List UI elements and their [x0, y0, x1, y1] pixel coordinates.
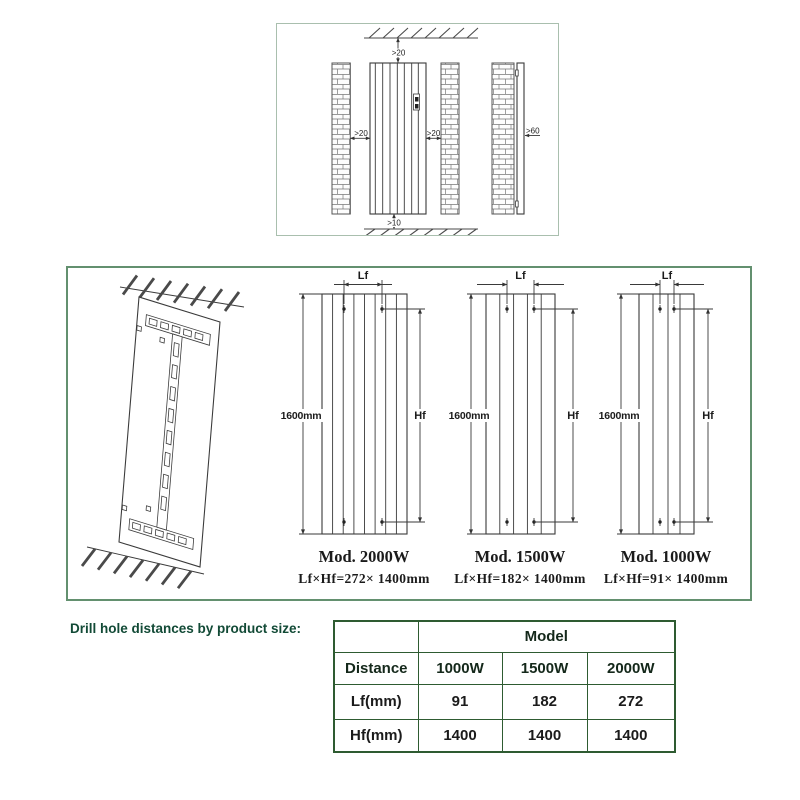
lf-dimension: Lf	[334, 270, 392, 304]
table-row-lf: Lf(mm) 91 182 272	[333, 683, 676, 720]
table-row-headers: Distance 1000W 1500W 2000W	[333, 651, 676, 685]
hf-label: Hf	[414, 410, 426, 422]
lf-label: Lf	[515, 270, 526, 282]
ceiling-clearance-dim: >20	[389, 37, 408, 63]
lf-row-label: Lf(mm)	[333, 683, 419, 720]
table-row-model: Model	[333, 620, 676, 653]
height-label: 1600mm	[599, 410, 640, 422]
wall-mount-rail-diagram	[118, 296, 221, 568]
floor-clearance-label: >10	[387, 219, 401, 228]
hf-label: Hf	[567, 410, 579, 422]
height-dimension: 1600mm	[279, 293, 324, 535]
side-view: >60	[491, 62, 540, 215]
table-caption: Drill hole distances by product size:	[70, 621, 302, 636]
model-header-cell: Model	[417, 620, 676, 653]
hf-dimension: Hf	[382, 308, 429, 523]
brick-wall-side	[491, 62, 515, 215]
model-name: Mod. 1000W	[621, 547, 712, 566]
lf-1000w: 91	[417, 683, 503, 720]
lf-2000w: 272	[586, 683, 676, 720]
height-label: 1600mm	[281, 410, 322, 422]
right-clearance-label: >20	[427, 129, 441, 138]
clearance-diagram-box: >20 >20 >20 >60 >10	[276, 23, 559, 236]
right-clearance-dim: >20	[425, 129, 442, 141]
radiator-side-panel	[516, 62, 525, 215]
height-dimension: 1600mm	[597, 293, 642, 535]
left-clearance-dim: >20	[349, 129, 371, 141]
floor-hatch	[364, 228, 478, 235]
distance-header-cell: Distance	[333, 651, 419, 685]
floor-hatch-tilted	[80, 546, 205, 590]
column-2000w: 2000W	[586, 651, 676, 685]
left-clearance-label: >20	[354, 129, 368, 138]
hf-label: Hf	[702, 410, 714, 422]
lf-dimension: Lf	[477, 270, 564, 304]
side-wall-clearance-label: >60	[526, 127, 540, 136]
height-label: 1600mm	[449, 410, 490, 422]
model-formula: Lf×Hf=91× 1400mm	[604, 571, 729, 586]
hf-1000w: 1400	[417, 718, 503, 753]
model-name: Mod. 2000W	[319, 547, 410, 566]
column-1500w: 1500W	[501, 651, 588, 685]
spec-table: Model Distance 1000W 1500W 2000W Lf(mm) …	[333, 620, 676, 753]
control-box	[413, 93, 420, 111]
table-row-hf: Hf(mm) 1400 1400 1400	[333, 718, 676, 753]
model-2000w-drawing: Lf 1600mm Hf Mod. 2000W Lf×Hf=272× 1400m…	[279, 270, 430, 586]
clearance-diagram: >20 >20 >20 >60 >10	[331, 27, 540, 235]
hf-2000w: 1400	[586, 718, 676, 753]
hf-row-label: Hf(mm)	[333, 718, 419, 753]
ceiling-clearance-label: >20	[392, 49, 406, 58]
floor-clearance-dim: >10	[385, 213, 403, 230]
brick-wall-left	[331, 62, 351, 215]
model-name: Mod. 1500W	[475, 547, 566, 566]
lf-label: Lf	[662, 270, 673, 282]
ceiling-hatch-tilted	[119, 274, 245, 312]
hf-dimension: Hf	[674, 308, 717, 523]
lf-dimension: Lf	[630, 270, 704, 304]
lf-1500w: 182	[501, 683, 588, 720]
dimensions-diagram: Lf 1600mm Hf Mod. 2000W Lf×Hf=272× 1400m…	[80, 270, 729, 590]
dimensions-diagram-box: Lf 1600mm Hf Mod. 2000W Lf×Hf=272× 1400m…	[66, 266, 752, 601]
model-1000w-drawing: Lf 1600mm Hf Mod. 1000W Lf×Hf=91× 1400mm	[597, 270, 729, 586]
brick-wall-right	[440, 62, 460, 215]
hf-1500w: 1400	[501, 718, 588, 753]
corner-cell	[333, 620, 419, 653]
model-1500w-drawing: Lf 1600mm Hf Mod. 1500W Lf×Hf=182× 1400m…	[447, 270, 586, 586]
model-formula: Lf×Hf=182× 1400mm	[454, 571, 586, 586]
hf-dimension: Hf	[534, 308, 582, 523]
ceiling-hatch	[364, 27, 479, 39]
lf-label: Lf	[358, 270, 369, 282]
radiator-front-panel	[369, 62, 427, 215]
model-formula: Lf×Hf=272× 1400mm	[298, 571, 430, 586]
column-1000w: 1000W	[417, 651, 503, 685]
height-dimension: 1600mm	[447, 293, 492, 535]
